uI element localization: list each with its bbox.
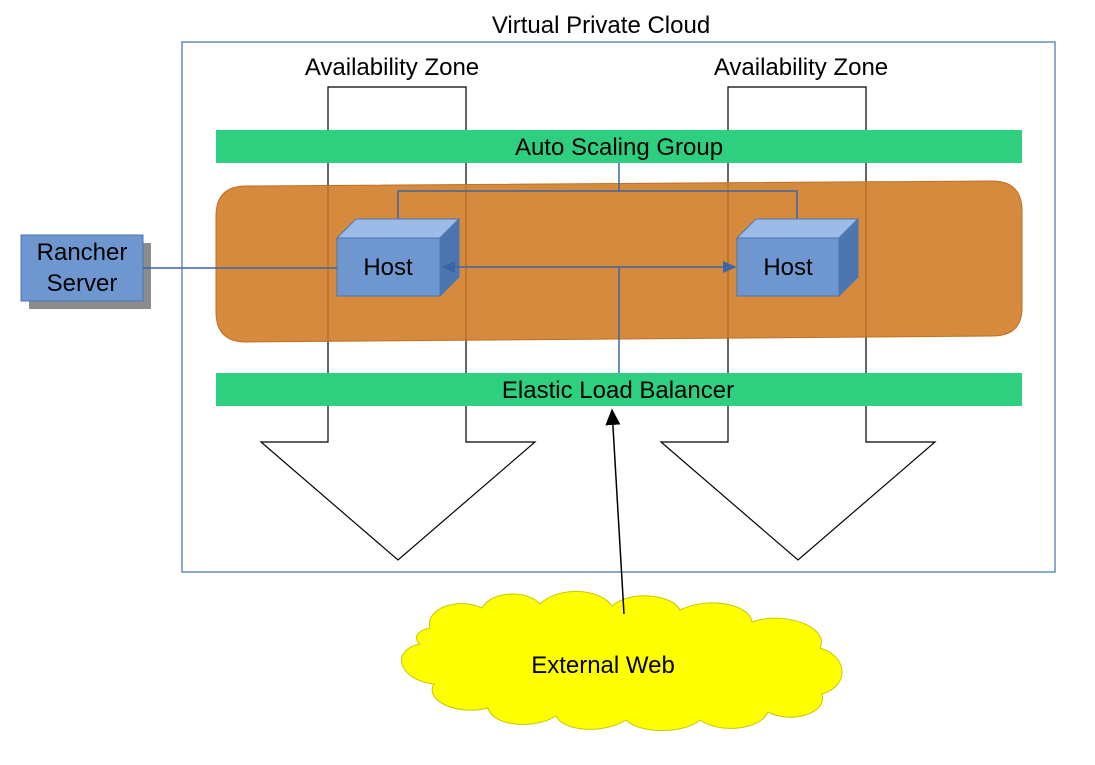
host-1: Host [335,217,461,298]
availability-zone-label-2: Availability Zone [714,54,888,81]
availability-zone-label-1: Availability Zone [305,54,479,81]
vpc-boundary [181,41,1056,573]
host-2: Host [735,217,860,298]
host-1-label: Host [363,254,413,281]
external-web-to-elb-arrow [605,408,625,615]
asg-to-hosts-connector [619,190,798,219]
elastic-load-balancer-label: Elastic Load Balancer [502,377,734,404]
auto-scaling-group-bar [216,130,1022,163]
vpc-label: Virtual Private Cloud [492,12,710,39]
host-1-top-face [335,218,461,239]
host-2-label: Host [763,254,813,281]
auto-scaling-group-label: Auto Scaling Group [515,134,723,161]
host-1-front-face [336,237,441,297]
host-2-top-face [735,218,860,239]
rancher-server-box [20,234,144,302]
external-web-label: External Web [531,652,675,679]
elastic-load-balancer-bar [216,373,1022,406]
external-web-cloud [401,591,843,731]
host-2-front-face [736,237,840,297]
rancher-server-label-line2: Server [47,270,118,297]
asg-to-hosts-connector [397,163,620,219]
rancher-server-label-line1: Rancher [37,239,128,266]
